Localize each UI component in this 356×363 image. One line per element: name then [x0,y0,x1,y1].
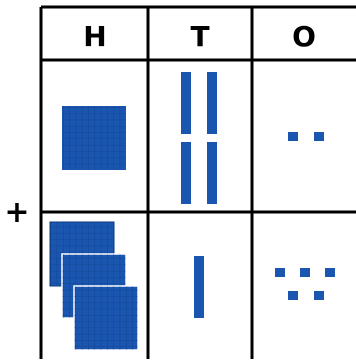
header-ones: O [292,20,316,53]
one-cube [314,291,324,300]
row-1-ones [288,132,324,141]
header-hundreds: H [83,20,106,53]
row-1-hundreds [62,106,126,170]
plus-sign: + [4,195,29,230]
hundred-flat-grid [62,106,126,170]
row-1-tens [181,72,217,204]
one-cube [288,291,298,300]
ten-rod [181,142,191,204]
one-cube [314,132,324,141]
ten-rod [181,72,191,134]
ten-rod [207,142,217,204]
ten-rod [207,72,217,134]
row-2-hundreds [50,222,138,350]
row-2-ones [275,268,335,300]
ten-rod [194,256,204,318]
one-cube [325,268,335,277]
header-tens: T [190,20,209,53]
one-cube [275,268,285,277]
one-cube [288,132,298,141]
hundred-flat-grid [74,286,138,350]
one-cube [300,268,310,277]
row-2-tens [194,256,204,318]
